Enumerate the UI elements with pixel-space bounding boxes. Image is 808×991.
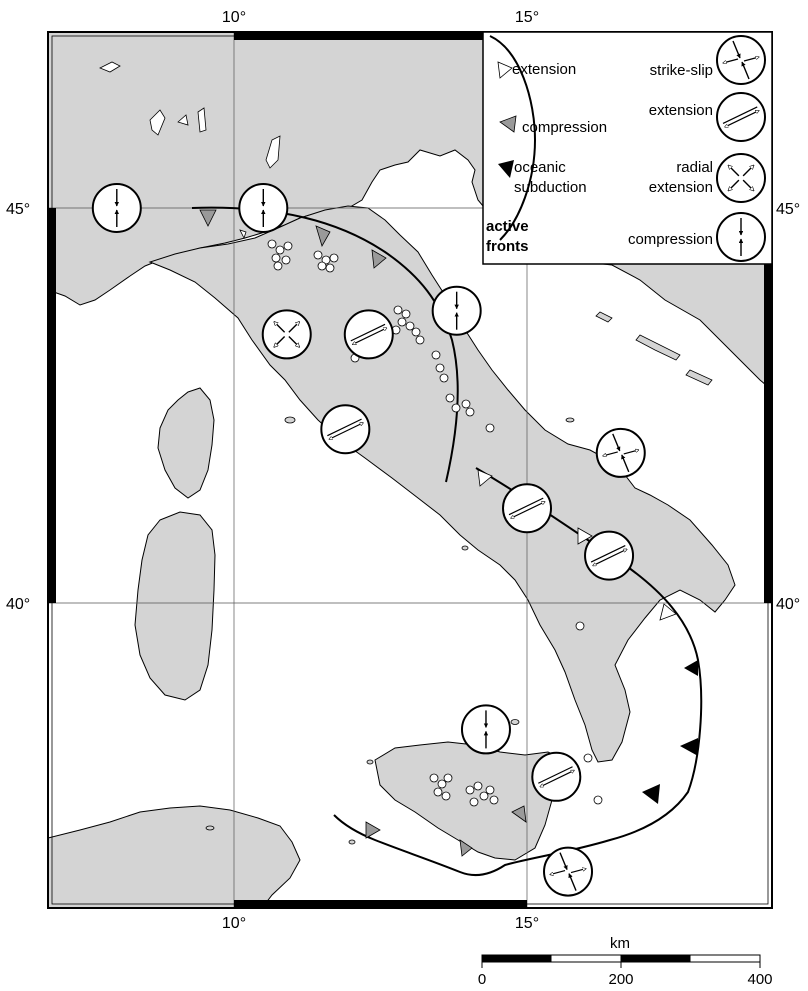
extension-symbol-umbria <box>343 309 394 360</box>
scale-label-200: 200 <box>608 971 633 988</box>
legend-oceanic-label: oceanic <box>514 159 566 176</box>
lat-label-45-right: 45° <box>776 201 800 218</box>
compression-triangle <box>365 821 381 839</box>
scale-unit: km <box>610 935 630 952</box>
legend-radial-extension-symbol <box>716 153 766 203</box>
scale-bar: km 0 200 400 <box>478 935 773 988</box>
legend-compression-label: compression <box>522 119 607 136</box>
compression-symbol-adriatic <box>431 285 482 336</box>
legend-fronts-label: fronts <box>486 238 529 255</box>
island-aeolian <box>510 719 520 725</box>
legend-front-line <box>489 35 537 241</box>
legend-strike-slip-label: strike-slip <box>650 62 713 79</box>
extension-symbol-basilicata <box>584 530 635 581</box>
legend-radial-extension-label: extension <box>649 179 713 196</box>
compression-triangle <box>511 805 527 823</box>
subduction-triangle <box>680 738 698 756</box>
legend-subduction-triangle <box>498 160 514 178</box>
compression-symbol-tyrrhenian <box>460 704 511 755</box>
island-elba <box>284 416 296 424</box>
legend: extension compression oceanic subduction… <box>482 31 773 265</box>
extension-symbol-lazio <box>320 404 371 455</box>
subduction-triangle <box>684 660 698 676</box>
radial-extension-symbol-tuscany <box>261 309 312 360</box>
croatian-islands <box>595 311 713 386</box>
legend-extension-regime-label: extension <box>649 102 713 119</box>
lon-label-10-bottom: 10° <box>222 915 246 932</box>
compression-triangle <box>459 839 473 857</box>
legend-compression-triangle <box>499 115 517 133</box>
stress-symbols <box>91 183 646 897</box>
extension-triangle <box>477 469 493 487</box>
island-lampedusa <box>205 825 215 831</box>
island-capri <box>461 545 469 551</box>
legend-compression-regime-label: compression <box>628 231 713 248</box>
extension-symbol-campania <box>502 483 552 534</box>
lon-label-15-bottom: 15° <box>515 915 539 932</box>
front-triangles <box>199 209 698 857</box>
land-sardinia <box>134 511 216 701</box>
legend-radial-label: radial <box>676 159 713 176</box>
legend-symbols <box>716 35 766 262</box>
compression-symbol-po-plain <box>238 183 289 233</box>
legend-extension-label: extension <box>512 61 576 78</box>
extension-symbol-calabria-strait <box>531 751 582 802</box>
epicenters <box>267 239 603 807</box>
strike-slip-symbol-gargano <box>595 427 646 478</box>
compression-symbol-alps-west <box>91 183 142 233</box>
strike-slip-symbol-ionian <box>543 846 594 897</box>
subduction-triangle <box>642 784 660 804</box>
map-frame <box>47 31 773 909</box>
land-corsica <box>157 387 215 499</box>
legend-strike-slip-symbol <box>716 35 766 85</box>
lon-label-15-top: 15° <box>515 9 539 26</box>
lat-label-40-left: 40° <box>6 596 30 613</box>
island-ustica <box>366 759 374 765</box>
legend-extension-symbol <box>716 92 766 142</box>
compression-triangle <box>199 209 217 227</box>
extension-triangle <box>577 527 593 545</box>
island-pantelleria <box>348 839 356 845</box>
compression-triangle <box>371 249 387 269</box>
compression-triangle <box>315 225 331 248</box>
axis-labels: 10° 15° 10° 15° 45° 40° 45° 40° <box>6 9 800 932</box>
lat-label-45-left: 45° <box>6 201 30 218</box>
lat-label-40-right: 40° <box>776 596 800 613</box>
legend-extension-triangle <box>497 61 513 79</box>
scale-label-0: 0 <box>478 971 486 988</box>
scale-label-400: 400 <box>747 971 772 988</box>
alpine-lakes <box>99 61 281 240</box>
island-tremiti <box>565 417 575 423</box>
extension-triangle <box>659 603 677 621</box>
legend-compression-symbol <box>716 212 766 262</box>
legend-subduction-label: subduction <box>514 179 587 196</box>
lon-label-10-top: 10° <box>222 9 246 26</box>
legend-active-label: active <box>486 218 529 235</box>
